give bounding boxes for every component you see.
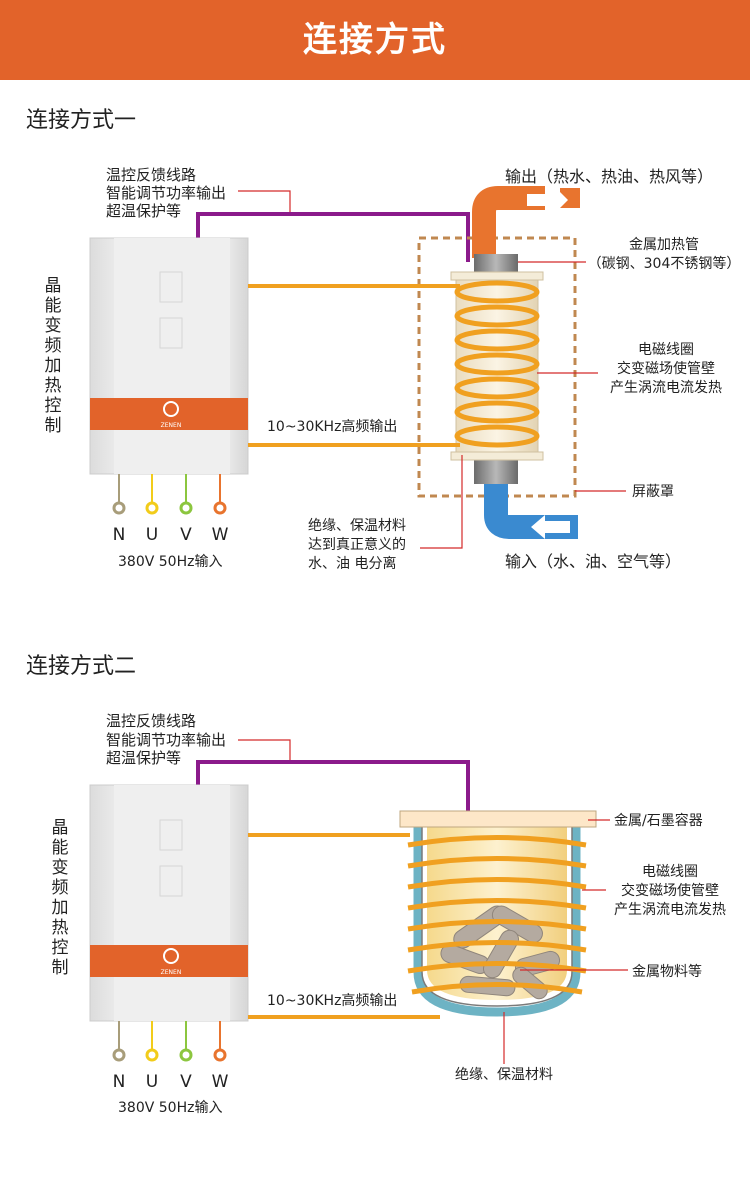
s1-coil-label-2: 交变磁场使管壁 — [617, 360, 715, 377]
s1-insulation-label-1: 绝缘、保温材料 — [308, 518, 406, 534]
s2-feedback-line-1: 温控反馈线路 — [106, 712, 196, 730]
s1-controller-label: 晶 能 变 频 加 热 控 制 — [45, 276, 62, 436]
s2-power-input-label: 380V 50Hz输入 — [118, 1100, 222, 1116]
s1-power-input-label: 380V 50Hz输入 — [118, 554, 222, 570]
s2-coil — [407, 835, 587, 995]
s1-insulation-label-3: 水、油 电分离 — [308, 555, 396, 572]
section1-title: 连接方式一 — [26, 108, 137, 133]
s1-terminal-V: V — [180, 525, 192, 545]
s1-coil — [454, 280, 540, 448]
svg-text:晶: 晶 — [45, 276, 62, 296]
s1-outlet-label: 输出（热水、热油、热风等） — [505, 167, 713, 186]
s1-pipe-label-2: （碳钢、304不锈钢等） — [588, 255, 741, 272]
s1-coil-label-1: 电磁线圈 — [638, 342, 694, 358]
s2-material-label: 金属物料等 — [632, 963, 702, 980]
s1-hf-output-label: 10~30KHz高频输出 — [267, 418, 397, 435]
s2-terminal-V: V — [180, 1072, 192, 1092]
svg-text:变: 变 — [52, 858, 69, 878]
s2-brand-logo-icon — [163, 948, 179, 964]
s2-container-label: 金属/石墨容器 — [614, 812, 703, 829]
s2-controller-label: 晶 能 变 频 加 热 控 制 — [52, 818, 69, 978]
s1-pipe-label-1: 金属加热管 — [629, 237, 699, 253]
s1-terminal-U: U — [146, 525, 158, 545]
s1-shield-label: 屏蔽罩 — [632, 484, 674, 500]
s2-brand-text: ZENEN — [161, 969, 182, 976]
s2-feedback-leader — [238, 739, 291, 762]
s1-controller-band — [90, 398, 248, 430]
s2-terminal-U: U — [146, 1072, 158, 1092]
s2-feedback-line-3: 超温保护等 — [106, 749, 181, 767]
s2-controller-band — [90, 945, 248, 977]
section2-diagram: 温控反馈线路 智能调节功率输出 超温保护等 — [52, 712, 727, 1116]
s1-feedback-line-1: 温控反馈线路 — [106, 166, 196, 184]
svg-text:频: 频 — [45, 336, 62, 356]
header-banner — [0, 0, 750, 80]
s2-coil-label-2: 交变磁场使管壁 — [621, 882, 719, 899]
svg-text:能: 能 — [45, 296, 62, 316]
s1-insulation-leader — [420, 455, 463, 549]
svg-text:制: 制 — [45, 416, 62, 436]
section1-diagram: 温控反馈线路 智能调节功率输出 超温保护等 — [45, 166, 741, 572]
svg-text:晶: 晶 — [52, 818, 69, 838]
section2-title: 连接方式二 — [26, 654, 137, 679]
svg-text:频: 频 — [52, 878, 69, 898]
svg-text:制: 制 — [52, 958, 69, 978]
s1-terminal-N: N — [113, 525, 126, 545]
page-title: 连接方式 — [303, 20, 447, 60]
s2-hf-output-label: 10~30KHz高频输出 — [267, 992, 397, 1009]
svg-text:加: 加 — [45, 356, 62, 376]
s2-feedback-line-2: 智能调节功率输出 — [106, 731, 226, 749]
s1-outlet-arrow — [527, 188, 568, 212]
s1-coil-label-3: 产生涡流电流发热 — [610, 380, 722, 396]
s2-coil-label-3: 产生涡流电流发热 — [614, 902, 726, 918]
s1-feedback-line-3: 超温保护等 — [106, 202, 181, 220]
svg-text:变: 变 — [45, 316, 62, 336]
svg-text:加: 加 — [52, 898, 69, 918]
s1-insulation-label-2: 达到真正意义的 — [308, 536, 406, 553]
s1-inlet-pipe — [484, 482, 578, 539]
s1-inlet-arrow — [531, 515, 570, 539]
s2-terminal-N: N — [113, 1072, 126, 1092]
s1-terminal-W: W — [212, 525, 229, 545]
s1-feedback-leader — [238, 190, 291, 212]
s1-inlet-label: 输入（水、油、空气等） — [505, 552, 681, 571]
s2-insulation-label: 绝缘、保温材料 — [455, 1067, 553, 1083]
s1-feedback-line-2: 智能调节功率输出 — [106, 184, 226, 202]
s1-brand-logo-icon — [163, 401, 179, 417]
svg-text:能: 能 — [52, 838, 69, 858]
svg-text:热: 热 — [52, 918, 69, 938]
s2-terminals: N U V W — [112, 1021, 229, 1092]
s2-terminal-W: W — [212, 1072, 229, 1092]
svg-text:控: 控 — [45, 396, 62, 416]
s1-outlet-pipe — [472, 186, 545, 258]
s1-terminals: N U V W — [112, 474, 229, 545]
svg-text:控: 控 — [52, 938, 69, 958]
svg-text:热: 热 — [45, 376, 62, 396]
s2-coil-label-1: 电磁线圈 — [642, 864, 698, 880]
s2-feedback-wire — [196, 760, 470, 813]
s1-brand-text: ZENEN — [161, 422, 182, 429]
s2-lid — [399, 810, 597, 828]
